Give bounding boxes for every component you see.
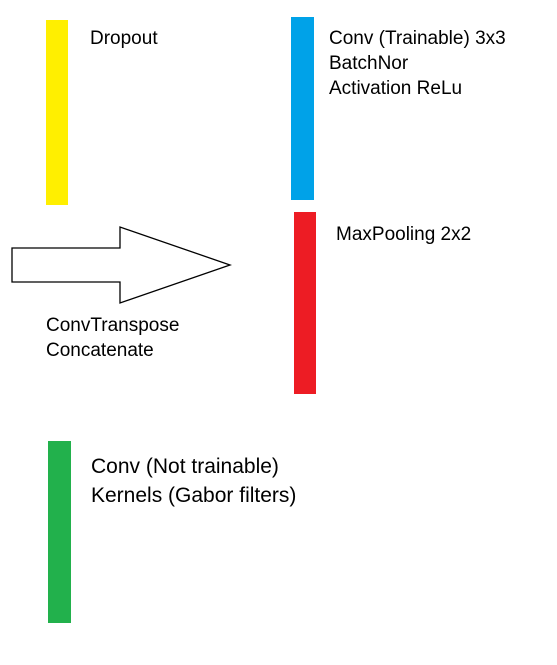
conv-gabor-label: Conv (Not trainable) Kernels (Gabor filt…	[91, 452, 296, 511]
dropout-label: Dropout	[90, 26, 158, 51]
conv-trainable-color-bar	[291, 17, 314, 200]
conv-trainable-label-line-2: BatchNor	[329, 53, 409, 75]
maxpooling-label: MaxPooling 2x2	[336, 222, 471, 247]
conv-trainable-label: Conv (Trainable) 3x3 BatchNor Activation…	[329, 26, 506, 101]
conv-gabor-label-line-2: Kernels (Gabor filters)	[91, 484, 297, 508]
conv-trainable-label-line-3: Activation ReLu	[329, 78, 463, 100]
conv-gabor-label-line-1: Conv (Not trainable)	[91, 455, 279, 478]
maxpooling-label-line: MaxPooling 2x2	[336, 224, 472, 245]
conv-gabor-color-bar	[48, 441, 71, 623]
dropout-color-bar	[46, 20, 68, 205]
dropout-label-line: Dropout	[90, 28, 158, 49]
upsample-label: ConvTranspose Concatenate	[46, 313, 179, 363]
maxpooling-color-bar	[294, 212, 316, 394]
upsample-label-line-1: ConvTranspose	[46, 315, 180, 336]
conv-trainable-label-line-1: Conv (Trainable) 3x3	[329, 28, 506, 49]
upsample-label-line-2: Concatenate	[46, 340, 154, 362]
right-arrow-outline-icon	[11, 226, 232, 304]
